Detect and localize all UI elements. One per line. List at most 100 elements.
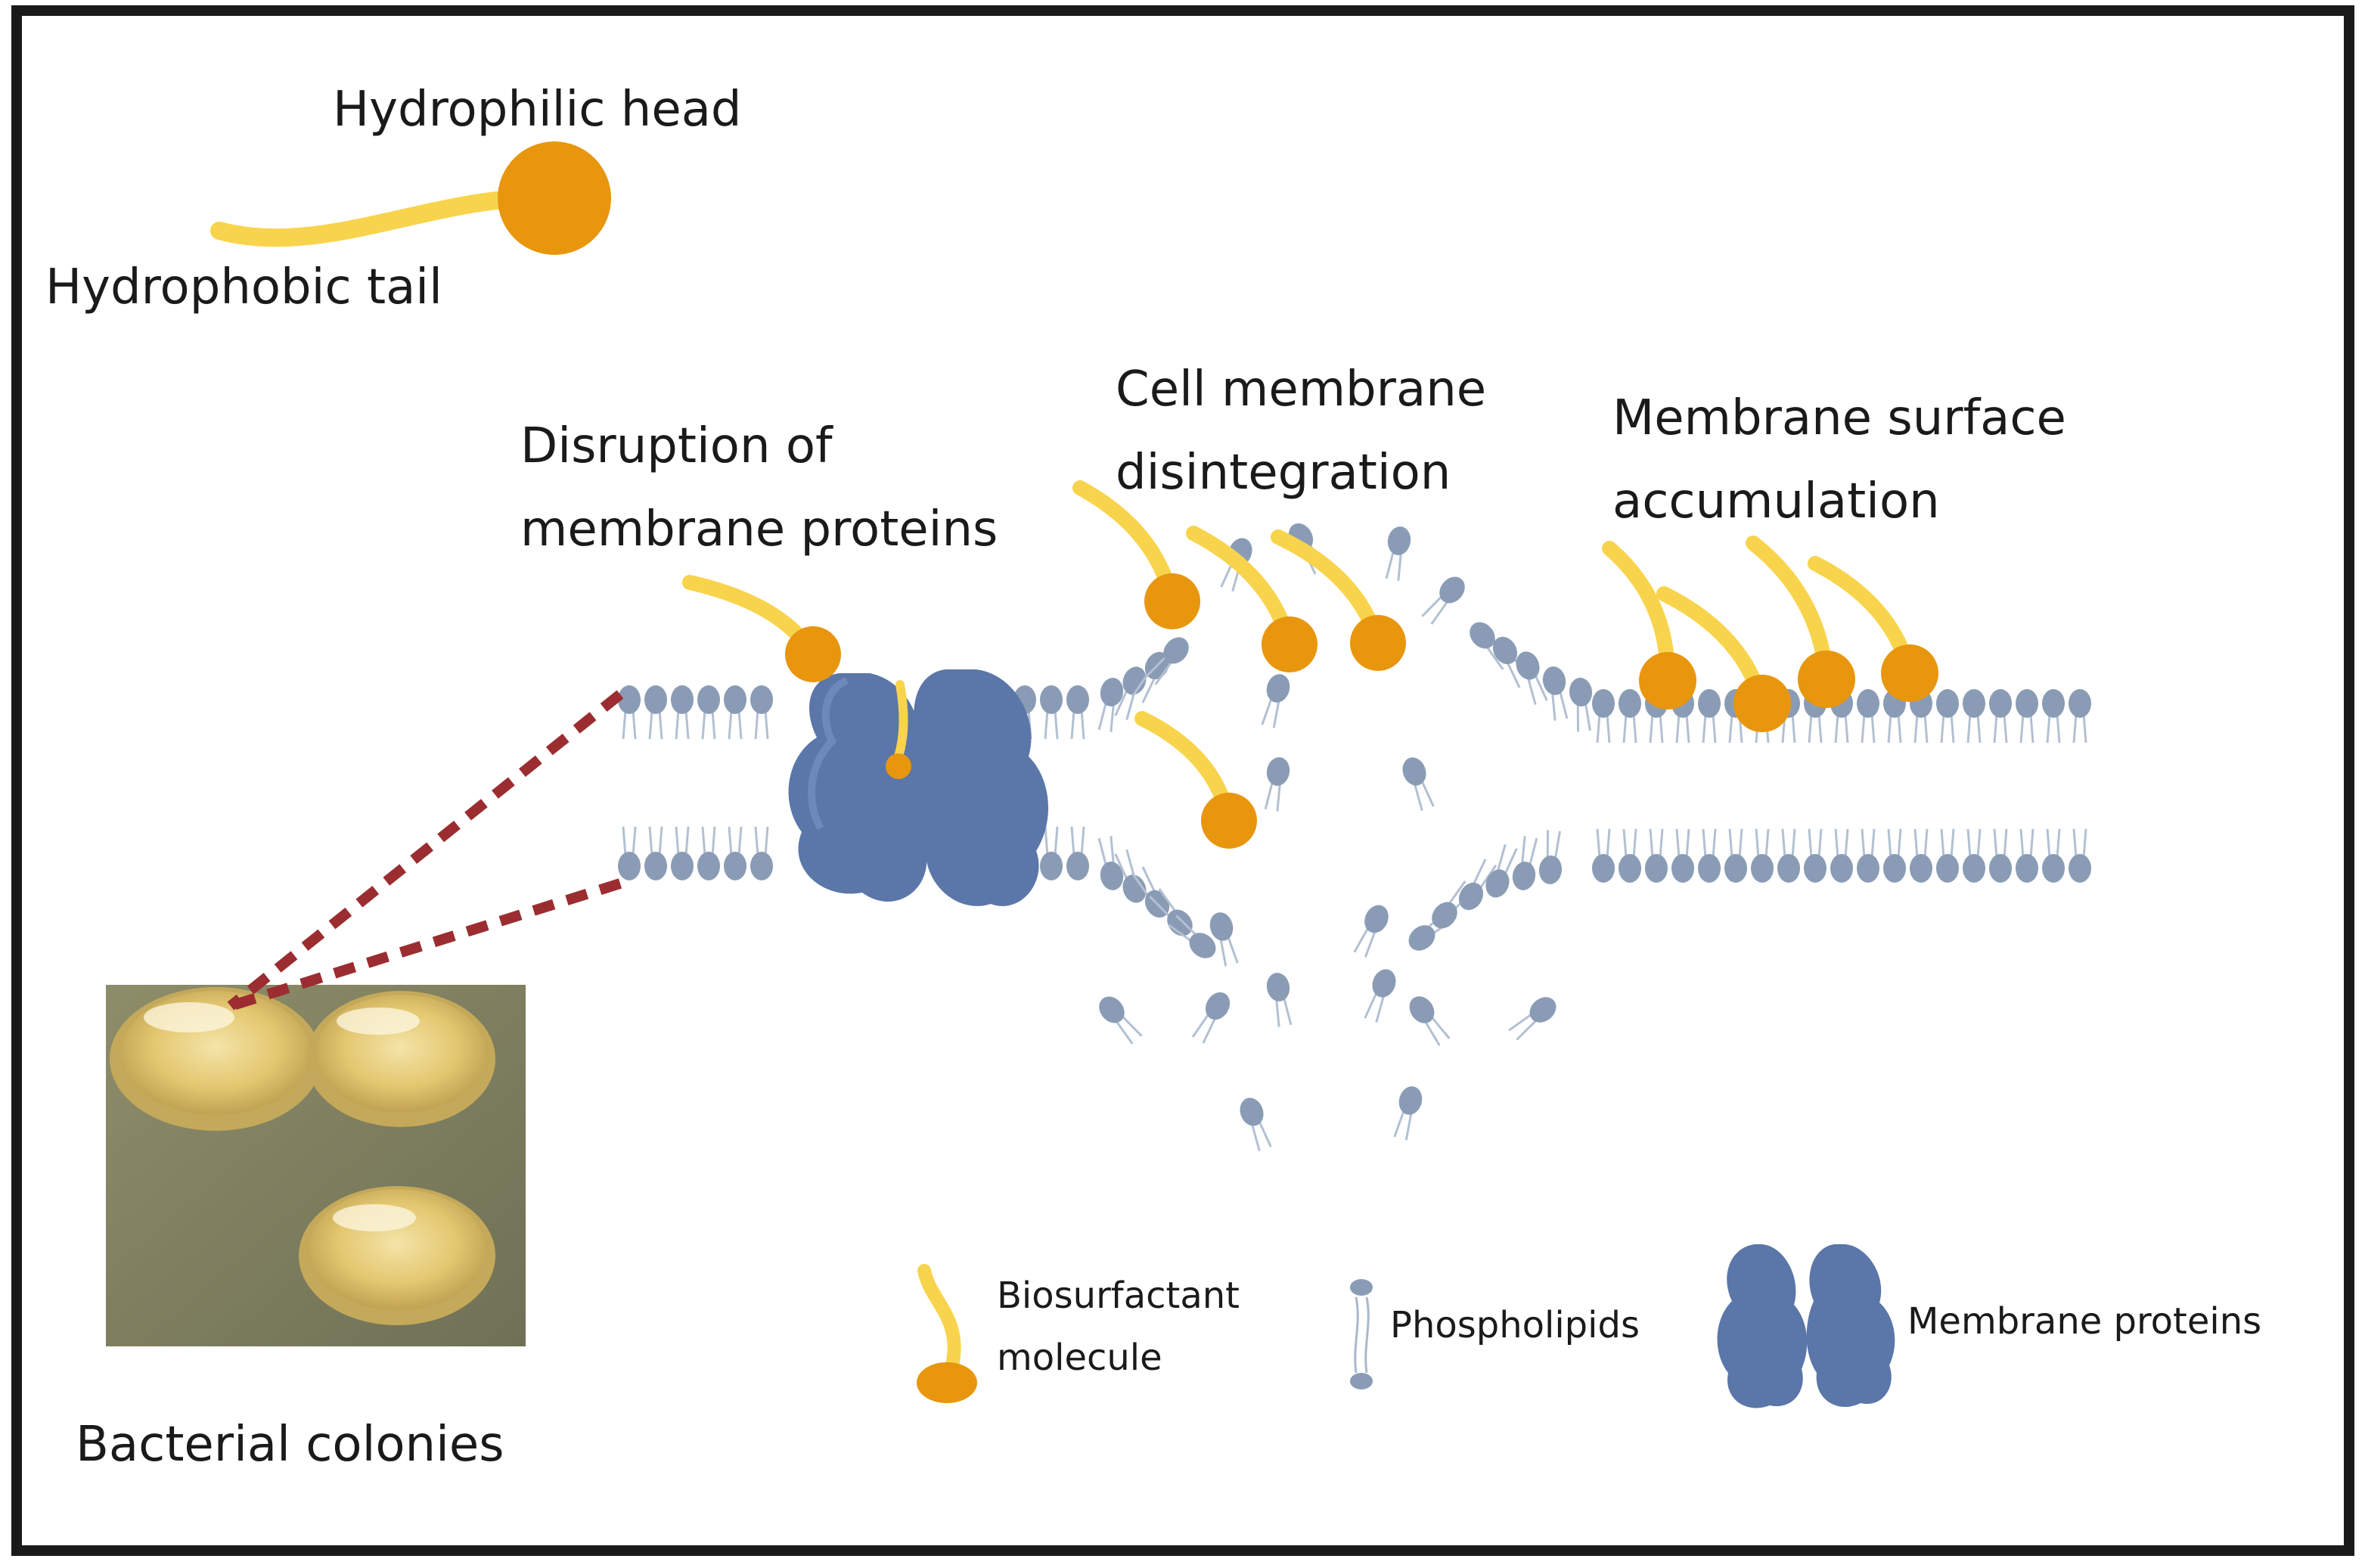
- biosurfactant-molecule-icon: [917, 1264, 977, 1403]
- phospholipid: [1645, 828, 1668, 883]
- phospholipid: [1883, 828, 1906, 883]
- phospholipid: [644, 685, 667, 740]
- phospholipid: [2016, 828, 2038, 883]
- phospholipid: [671, 826, 694, 880]
- disintegration-line-1: Cell membrane: [1116, 362, 1487, 418]
- phospholipid: [1619, 828, 1641, 883]
- legend-biosurfactant-line-2: molecule: [997, 1337, 1162, 1379]
- phospholipid: [1261, 674, 1290, 728]
- phospholipid: [1191, 992, 1231, 1044]
- phospholipid: [1393, 1086, 1423, 1141]
- legend-biosurfactant-line-1: Biosurfactant: [997, 1275, 1240, 1317]
- biosurfactant-molecule-small: [886, 680, 911, 779]
- phospholipid: [1698, 828, 1721, 883]
- phospholipid: [1698, 689, 1721, 744]
- bacterial-colonies-label: Bacterial colonies: [76, 1417, 504, 1473]
- phospholipid: [1421, 576, 1465, 625]
- biosurfactant-molecules: [682, 480, 1938, 849]
- biosurfactant-molecule: [682, 575, 841, 682]
- phospholipid: [1671, 828, 1694, 883]
- hydrophobic-tail-label: Hydrophobic tail: [45, 259, 442, 315]
- phospholipid: [1097, 678, 1124, 732]
- phospholipid: [1385, 526, 1411, 581]
- phospholipid: [1099, 996, 1143, 1045]
- phospholipid: [1592, 828, 1615, 883]
- phospholipid: [1857, 689, 1879, 744]
- phospholipid: [1777, 828, 1800, 883]
- hydrophilic-head-label: Hydrophilic head: [333, 82, 742, 138]
- phospholipid: [618, 685, 641, 740]
- accumulation-label: Membrane surface accumulation: [1612, 377, 2066, 543]
- phospholipid: [1569, 678, 1593, 732]
- phospholipid: [1145, 637, 1189, 685]
- phospholipid: [1266, 973, 1293, 1027]
- phospholipid: [724, 685, 746, 740]
- accumulation-line-1: Membrane surface: [1612, 390, 2066, 446]
- phospholipid: [1066, 826, 1089, 880]
- phospholipid: [1485, 843, 1518, 898]
- biosurfactant-molecule: [1186, 526, 1318, 672]
- phospholipid: [1508, 997, 1556, 1041]
- phospholipid: [1364, 969, 1396, 1023]
- phospholipid: [618, 826, 641, 880]
- disruption-line-2: membrane proteins: [520, 501, 998, 557]
- biosurfactant-molecule: [1134, 711, 1257, 849]
- phospholipid: [1538, 830, 1563, 884]
- biosurfactant-molecule: [1072, 480, 1200, 629]
- example-molecule: [210, 141, 611, 255]
- phospholipid: [2042, 689, 2065, 744]
- biosurfactant-molecule: [1656, 586, 1791, 732]
- phospholipid: [697, 685, 720, 740]
- phospholipid: [1830, 828, 1853, 883]
- biosurfactant-molecule: [1746, 536, 1855, 708]
- phospholipid: [671, 685, 694, 740]
- phospholipid: [1114, 849, 1147, 903]
- phospholipid: [1512, 836, 1538, 890]
- disruption-line-1: Disruption of: [520, 418, 833, 474]
- phospholipid: [1936, 689, 1959, 744]
- phospholipid: [1724, 828, 1747, 883]
- phospholipid: [1353, 905, 1389, 958]
- phospholipid: [1040, 685, 1063, 740]
- phospholipid: [724, 826, 746, 880]
- phospholipid: [1989, 689, 2012, 744]
- phospholipid: [1936, 828, 1959, 883]
- phospholipid: [1168, 914, 1216, 958]
- accumulation-line-2: accumulation: [1612, 474, 1940, 529]
- phospholipid: [2042, 828, 2065, 883]
- phospholipid: [1458, 859, 1498, 911]
- phospholipid: [750, 826, 773, 880]
- phospholipid: [1804, 828, 1827, 883]
- disintegration-line-2: disintegration: [1116, 445, 1451, 501]
- phospholipid: [1409, 996, 1451, 1046]
- biosurfactant-molecule: [1602, 541, 1696, 709]
- biosurfactant-molecule: [1271, 529, 1406, 671]
- phospholipid: [2069, 689, 2091, 744]
- legend-proteins-label: Membrane proteins: [1907, 1300, 2262, 1343]
- phospholipid: [2069, 828, 2091, 883]
- biosurfactant-molecule: [1808, 556, 1938, 702]
- phospholipid: [1963, 689, 1985, 744]
- phospholipid: [644, 826, 667, 880]
- phospholipid: [2016, 689, 2038, 744]
- phospholipid: [1910, 828, 1932, 883]
- phospholipid: [1040, 826, 1063, 880]
- phospholipid: [750, 685, 773, 740]
- phospholipid: [1240, 1098, 1272, 1152]
- phospholipid: [697, 826, 720, 880]
- membrane-protein-right: [911, 669, 1049, 906]
- zoom-lines: [227, 690, 624, 1011]
- bacterial-colonies-photo: [106, 985, 526, 1346]
- disruption-label: Disruption of membrane proteins: [520, 405, 998, 571]
- phospholipid: [1542, 666, 1569, 721]
- legend-phospholipids-label: Phospholipids: [1390, 1304, 1640, 1346]
- phospholipid: [1963, 828, 1985, 883]
- phospholipid: [1066, 685, 1089, 740]
- phospholipid: [1264, 757, 1290, 812]
- phospholipid: [1516, 651, 1548, 706]
- phospholipid-icon: [1350, 1279, 1373, 1389]
- membrane-protein-icon: [1717, 1244, 1895, 1408]
- phospholipid: [1209, 912, 1239, 967]
- phospholipid: [1989, 828, 2012, 883]
